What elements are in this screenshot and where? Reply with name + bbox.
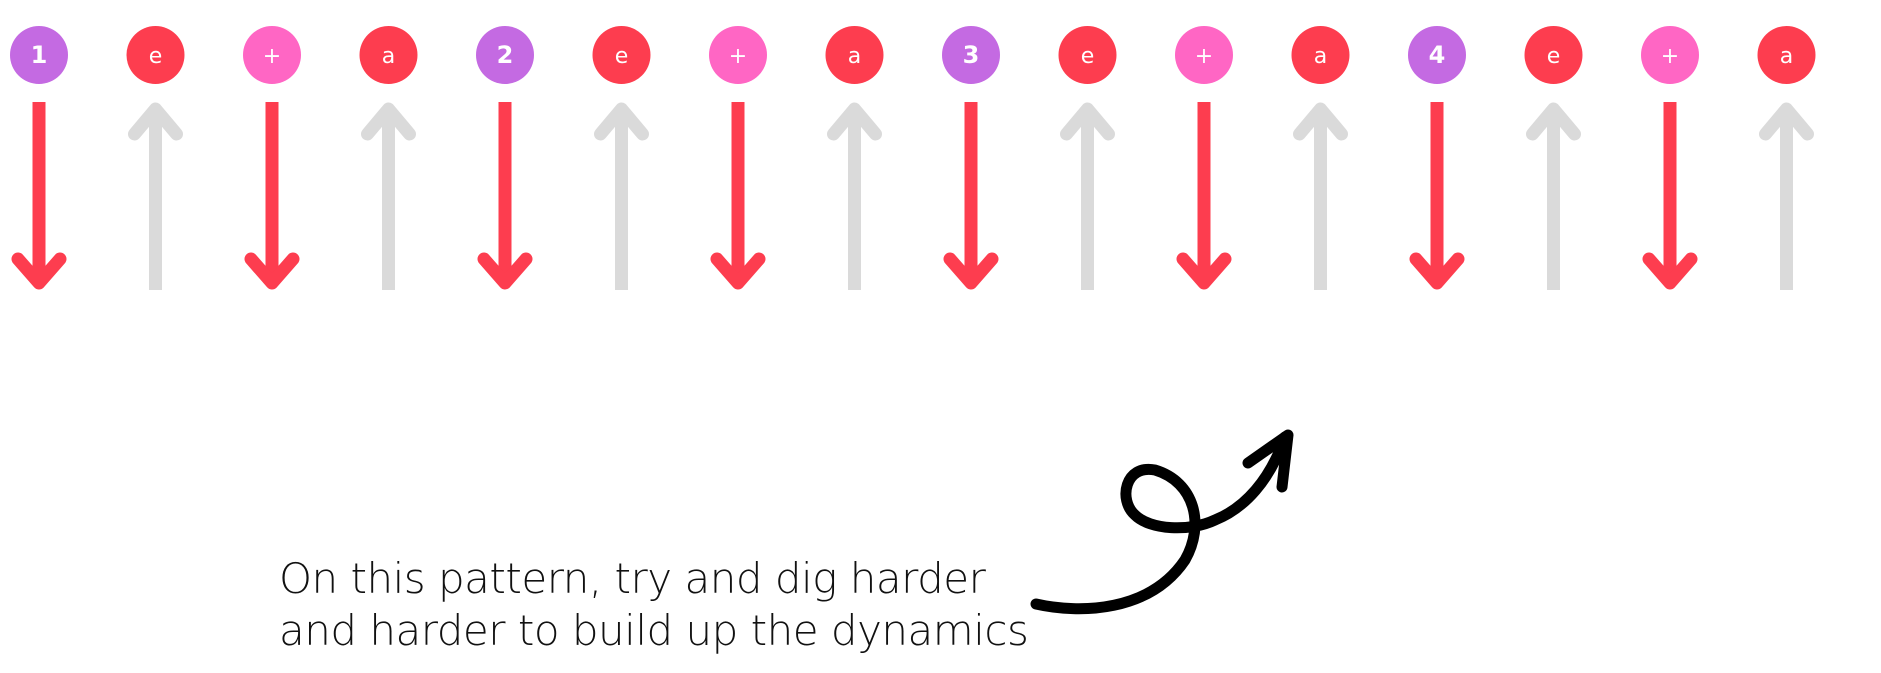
down-arrow-icon <box>1642 102 1698 290</box>
beat-label: + <box>729 44 747 69</box>
up-arrow-icon <box>827 102 882 290</box>
down-arrow-icon <box>1409 102 1465 290</box>
beat-15: + <box>1641 26 1699 290</box>
beat-row: 1 e + a 2 e + a 3 e + a 4 e + a <box>10 26 1816 290</box>
beat-8: a <box>825 26 884 290</box>
down-arrow-icon <box>710 102 766 290</box>
beat-label: + <box>263 44 281 69</box>
beat-label: + <box>1661 44 1679 69</box>
beat-14: e <box>1524 26 1583 290</box>
beat-13: 4 <box>1408 26 1466 290</box>
down-arrow-icon <box>477 102 533 290</box>
beat-label: 2 <box>497 41 514 69</box>
up-arrow-icon <box>1526 102 1581 290</box>
up-arrow-icon <box>361 102 416 290</box>
up-arrow-icon <box>1060 102 1115 290</box>
beat-label: e <box>615 44 629 69</box>
beat-circle <box>1175 26 1233 84</box>
beat-label: 3 <box>963 41 980 69</box>
beat-2: e <box>126 26 185 290</box>
down-arrow-icon <box>244 102 300 290</box>
beat-circle <box>1524 26 1583 84</box>
beat-12: a <box>1291 26 1350 290</box>
beat-6: e <box>592 26 651 290</box>
beat-4: a <box>359 26 418 290</box>
beat-label: a <box>382 44 395 69</box>
beat-label: + <box>1195 44 1213 69</box>
up-arrow-icon <box>1759 102 1814 290</box>
beat-5: 2 <box>476 26 534 290</box>
beat-circle <box>709 26 767 84</box>
beat-circle <box>1757 26 1816 84</box>
caption-line-2: and harder to build up the dynamics <box>279 606 1029 655</box>
beat-7: + <box>709 26 767 290</box>
beat-label: e <box>149 44 163 69</box>
beat-16: a <box>1757 26 1816 290</box>
beat-3: + <box>243 26 301 290</box>
beat-circle <box>10 26 68 84</box>
beat-circle <box>126 26 185 84</box>
beat-circle <box>1058 26 1117 84</box>
caption-line-1: On this pattern, try and dig harder <box>279 554 986 603</box>
up-arrow-icon <box>1293 102 1348 290</box>
beat-10: e <box>1058 26 1117 290</box>
beat-label: e <box>1081 44 1095 69</box>
beat-label: a <box>1314 44 1327 69</box>
down-arrow-icon <box>943 102 999 290</box>
beat-label: 1 <box>31 41 48 69</box>
beat-circle <box>243 26 301 84</box>
beat-label: a <box>1780 44 1793 69</box>
down-arrow-icon <box>11 102 67 290</box>
beat-circle <box>825 26 884 84</box>
beat-circle <box>359 26 418 84</box>
beat-circle <box>1641 26 1699 84</box>
beat-label: e <box>1547 44 1561 69</box>
up-arrow-icon <box>128 102 183 290</box>
up-arrow-icon <box>594 102 649 290</box>
beat-circle <box>942 26 1000 84</box>
beat-label: 4 <box>1429 41 1446 69</box>
beat-circle <box>476 26 534 84</box>
beat-label: a <box>848 44 861 69</box>
beat-9: 3 <box>942 26 1000 290</box>
beat-1: 1 <box>10 26 68 290</box>
beat-circle <box>1291 26 1350 84</box>
beat-circle <box>592 26 651 84</box>
squiggle-arrow-icon <box>1030 429 1294 615</box>
beat-11: + <box>1175 26 1233 290</box>
beat-circle <box>1408 26 1466 84</box>
down-arrow-icon <box>1176 102 1232 290</box>
caption: On this pattern, try and dig harder and … <box>279 553 1029 657</box>
